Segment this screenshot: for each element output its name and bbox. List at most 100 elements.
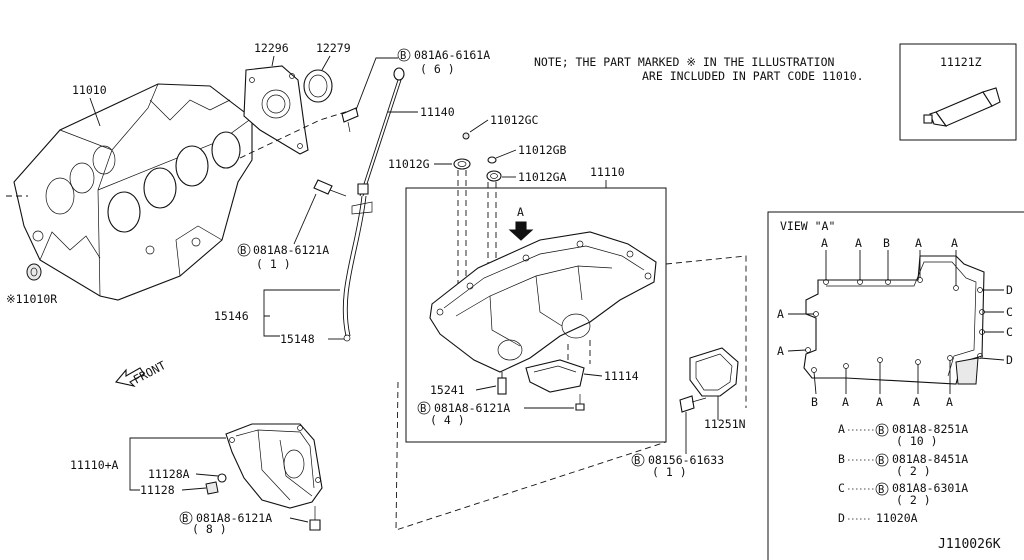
legend-part: 081A8-6301A bbox=[892, 481, 968, 495]
note-line-1: NOTE; THE PART MARKED ※ IN THE ILLUSTRAT… bbox=[534, 55, 835, 69]
part-label-08156: 08156-61633 bbox=[648, 453, 724, 467]
part-label-11110: 11110 bbox=[590, 165, 625, 179]
diagram-code: J110026K bbox=[938, 537, 1001, 552]
baffle-11114[interactable] bbox=[525, 359, 585, 393]
bolt-symbol: B bbox=[420, 403, 426, 415]
legend-key: A bbox=[838, 422, 845, 436]
part-label-15148: 15148 bbox=[280, 332, 315, 346]
arrow-a-label: A bbox=[517, 205, 524, 219]
part-label-11128a: 11128A bbox=[148, 467, 190, 481]
part-label-11012ga: 11012GA bbox=[518, 170, 567, 184]
view-a-frame bbox=[767, 211, 1024, 560]
part-label-11012gb: 11012GB bbox=[518, 143, 567, 157]
seal-retainer-12296[interactable] bbox=[243, 65, 309, 155]
drain-plug-11128[interactable] bbox=[205, 481, 219, 495]
note-line-2: ARE INCLUDED IN PART CODE 11010. bbox=[642, 69, 864, 83]
view-a-bottom-label: A bbox=[913, 395, 920, 409]
qty-081a6: ( 6 ) bbox=[420, 62, 455, 76]
legend-row-a: A B 081A8-8251A ( 10 ) bbox=[838, 422, 968, 448]
dowel-15241[interactable] bbox=[497, 377, 507, 395]
part-label-11251n: 11251N bbox=[704, 417, 746, 431]
view-a-top-label: A bbox=[821, 236, 828, 250]
part-label-081a8-bot: 081A8-6121A bbox=[196, 511, 272, 525]
bolt-symbol: B bbox=[634, 455, 640, 467]
oil-seal-12279[interactable] bbox=[303, 69, 333, 103]
bolt-symbol: B bbox=[878, 425, 884, 437]
qty-081a8-top: ( 1 ) bbox=[256, 257, 291, 271]
bolt-symbol: B bbox=[182, 513, 188, 525]
plug-11012gc[interactable] bbox=[462, 132, 470, 140]
gasket-11012ga[interactable] bbox=[486, 170, 502, 182]
legend-key: D bbox=[838, 511, 845, 525]
part-label-11140: 11140 bbox=[420, 105, 455, 119]
legend-part: 11020A bbox=[876, 511, 918, 525]
part-label-12279: 12279 bbox=[316, 41, 351, 55]
bolt-symbol: B bbox=[878, 484, 884, 496]
oil-pan-upper-frame bbox=[405, 187, 667, 443]
view-a-top-label: A bbox=[855, 236, 862, 250]
part-label-11121z: 11121Z bbox=[940, 55, 982, 69]
bolt-081a8-bot[interactable] bbox=[309, 506, 321, 531]
view-a-title: VIEW "A" bbox=[780, 219, 835, 233]
view-a-pan-outline bbox=[803, 255, 985, 385]
part-label-15241: 15241 bbox=[430, 383, 465, 397]
view-a-bottom-label: A bbox=[946, 395, 953, 409]
bolt-08156[interactable] bbox=[679, 395, 707, 413]
view-a-right-label: C bbox=[1006, 325, 1013, 339]
plug-11010r[interactable] bbox=[26, 263, 42, 281]
cylinder-block[interactable] bbox=[6, 83, 253, 301]
part-label-11012gc: 11012GC bbox=[490, 113, 539, 127]
legend-row-c: C B 081A8-6301A ( 2 ) bbox=[838, 481, 968, 507]
gasket-11012g[interactable] bbox=[453, 158, 471, 170]
view-a-left-label: A bbox=[777, 344, 784, 358]
legend-part: 081A8-8451A bbox=[892, 452, 968, 466]
view-a-bottom-label: B bbox=[811, 395, 818, 409]
view-a-arrow-icon bbox=[508, 221, 534, 241]
legend-qty: ( 10 ) bbox=[896, 434, 938, 448]
plug-11012gb[interactable] bbox=[487, 156, 497, 164]
oil-pan-lower[interactable] bbox=[225, 423, 323, 509]
legend-key: C bbox=[838, 481, 845, 495]
part-label-15146: 15146 bbox=[214, 309, 249, 323]
part-label-081a6: 081A6-6161A bbox=[414, 48, 490, 62]
view-a-right-label: D bbox=[1006, 283, 1013, 297]
bolt-081a8-top[interactable] bbox=[313, 179, 347, 197]
qty-081a8-bot: ( 8 ) bbox=[192, 522, 227, 536]
dipstick-tube-15146[interactable] bbox=[342, 183, 373, 342]
bolt-symbol: B bbox=[240, 245, 246, 257]
legend-row-b: B B 081A8-8451A ( 2 ) bbox=[838, 452, 968, 478]
qty-08156: ( 1 ) bbox=[652, 465, 687, 479]
bolt-081a8-mid[interactable] bbox=[575, 394, 585, 411]
view-a-right-label: D bbox=[1006, 353, 1013, 367]
front-label: FRONT bbox=[131, 358, 168, 387]
part-label-11110a: 11110+A bbox=[70, 458, 119, 472]
oil-pan-upper-11110[interactable] bbox=[429, 231, 657, 373]
bolt-081a6[interactable] bbox=[341, 107, 359, 133]
view-a-bottom-label: A bbox=[876, 395, 883, 409]
part-label-11012g: 11012G bbox=[388, 157, 430, 171]
cover-11251n[interactable] bbox=[689, 347, 739, 397]
sealant-tube-icon bbox=[923, 87, 1001, 127]
qty-081a8-mid: ( 4 ) bbox=[430, 413, 465, 427]
legend-part: 081A8-8251A bbox=[892, 422, 968, 436]
oil-dipstick-11140[interactable] bbox=[359, 67, 405, 197]
view-a-top-label: B bbox=[883, 236, 890, 250]
part-label-081a8-mid: 081A8-6121A bbox=[434, 401, 510, 415]
part-label-11128: 11128 bbox=[140, 483, 175, 497]
sealant-callout[interactable]: 11121Z bbox=[899, 43, 1017, 141]
bolt-symbol: B bbox=[878, 455, 884, 467]
legend-qty: ( 2 ) bbox=[896, 464, 931, 478]
front-arrow-icon bbox=[114, 367, 145, 387]
legend-key: B bbox=[838, 452, 845, 466]
part-label-12296: 12296 bbox=[254, 41, 289, 55]
view-a-left-label: A bbox=[777, 307, 784, 321]
part-label-11114: 11114 bbox=[604, 369, 639, 383]
view-a-top-label: A bbox=[915, 236, 922, 250]
part-label-11010r: ※11010R bbox=[6, 292, 57, 306]
legend-qty: ( 2 ) bbox=[896, 493, 931, 507]
drain-washer-11128a[interactable] bbox=[217, 473, 227, 483]
part-label-081a8-top: 081A8-6121A bbox=[253, 243, 329, 257]
legend-row-d: D 11020A bbox=[838, 511, 918, 525]
view-a-right-label: C bbox=[1006, 305, 1013, 319]
